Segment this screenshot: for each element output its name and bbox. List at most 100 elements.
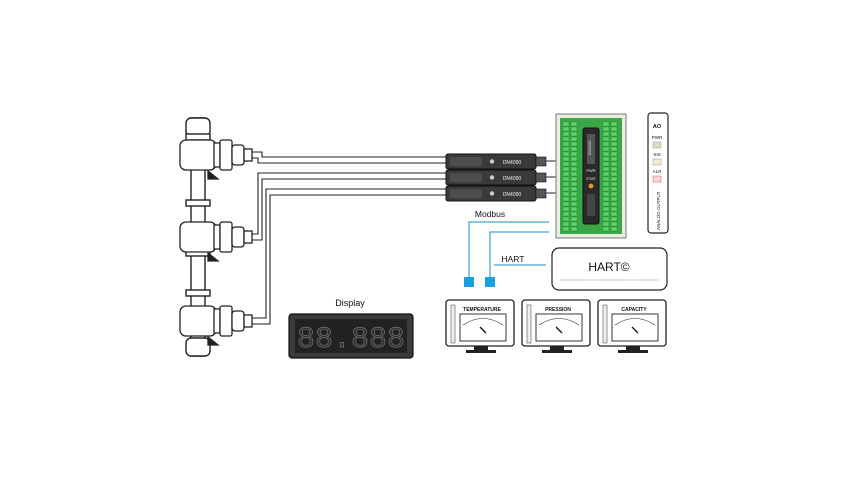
terminal-pin — [570, 181, 578, 187]
display-digits: 88.888 — [297, 323, 405, 357]
terminal-pin — [570, 216, 578, 222]
terminal-pin — [610, 226, 618, 232]
terminal-pin — [562, 121, 570, 127]
hart-label: HART — [502, 254, 525, 264]
terminal-pin — [562, 216, 570, 222]
analog-output-panel: AO PWR SIS ALR ANALOG OUTPUT — [647, 112, 669, 234]
terminal-pin — [562, 221, 570, 227]
terminal-pin — [602, 156, 610, 162]
terminal-pin — [610, 221, 618, 227]
terminal-pin — [610, 196, 618, 202]
board-indicator-pwr: PWR — [586, 168, 595, 173]
terminal-pin — [610, 171, 618, 177]
gauge-temperature: TEMPERATURE — [445, 299, 515, 353]
terminal-pin — [562, 156, 570, 162]
terminal-pin — [610, 156, 618, 162]
terminal-pin — [602, 146, 610, 152]
terminal-pin — [562, 166, 570, 172]
terminal-pin — [602, 141, 610, 147]
terminal-pin — [602, 196, 610, 202]
hart-box-label: HART© — [588, 260, 629, 274]
board-indicator-stat: STAT — [586, 176, 596, 181]
display-label: Display — [335, 298, 365, 308]
terminal-pin — [562, 171, 570, 177]
terminal-pin — [610, 141, 618, 147]
hart-connector — [485, 277, 495, 287]
terminal-pin — [602, 186, 610, 192]
terminal-pin — [610, 191, 618, 197]
analog-led-alr — [652, 175, 662, 183]
hart-line — [489, 231, 549, 280]
flowmeter-top — [179, 139, 253, 180]
terminal-pin — [562, 206, 570, 212]
modbus-connector — [464, 277, 474, 287]
signal-lines — [468, 221, 549, 280]
terminal-pin — [570, 121, 578, 127]
terminal-pin — [610, 121, 618, 127]
terminal-pin — [570, 186, 578, 192]
transmitter-3: DN4000 — [445, 185, 547, 202]
modbus-line — [468, 221, 549, 280]
analog-led-alr-label: ALR — [653, 169, 663, 174]
terminal-pin — [602, 181, 610, 187]
flowmeter-bottom — [179, 305, 253, 346]
terminal-pin — [562, 186, 570, 192]
field-wiring — [252, 151, 446, 325]
terminal-pin — [602, 191, 610, 197]
gauge-pression-label: PRESSION — [545, 307, 571, 313]
flowmeter-middle — [179, 221, 253, 262]
transmitter-1-tag: DN4000 — [503, 160, 522, 166]
analog-led-pwr-label: PWR — [652, 135, 663, 140]
terminal-pin — [602, 211, 610, 217]
terminal-pin — [570, 211, 578, 217]
terminal-pin — [570, 196, 578, 202]
terminal-blocks — [562, 121, 618, 232]
terminal-pin — [610, 151, 618, 157]
terminal-pin — [610, 146, 618, 152]
controller-board: DN4000 PWR STAT — [555, 113, 627, 239]
transmitter-2-tag: DN4000 — [503, 176, 522, 182]
terminal-pin — [570, 126, 578, 132]
terminal-pin — [610, 126, 618, 132]
gauge-capacity-label: CAPACITY — [621, 307, 647, 313]
terminal-pin — [562, 176, 570, 182]
terminal-pin — [610, 206, 618, 212]
terminal-pin — [562, 201, 570, 207]
terminal-pin — [562, 181, 570, 187]
terminal-pin — [562, 146, 570, 152]
terminal-pin — [602, 131, 610, 137]
terminal-pin — [570, 176, 578, 182]
terminal-pin — [610, 216, 618, 222]
terminal-pin — [570, 131, 578, 137]
transmitter-2: DN4000 — [445, 169, 547, 186]
digital-display: 88.888 — [288, 313, 414, 359]
terminal-pin — [610, 131, 618, 137]
terminal-pin — [602, 171, 610, 177]
terminal-pin — [562, 211, 570, 217]
terminal-pin — [570, 171, 578, 177]
terminal-pin — [610, 161, 618, 167]
terminal-pin — [602, 161, 610, 167]
terminal-pin — [570, 146, 578, 152]
hart-box: HART© — [551, 247, 668, 291]
analog-panel-vertical-label: ANALOG OUTPUT — [656, 191, 661, 230]
transmitter-1: DN4000 — [445, 153, 547, 170]
terminal-pin — [602, 151, 610, 157]
terminal-pin — [602, 226, 610, 232]
terminal-pin — [610, 201, 618, 207]
analog-led-pwr — [652, 141, 662, 149]
analog-led-sis — [652, 158, 662, 166]
gauge-temperature-label: TEMPERATURE — [463, 307, 501, 313]
terminal-pin — [570, 226, 578, 232]
terminal-pin — [602, 176, 610, 182]
terminal-pin — [570, 156, 578, 162]
terminal-pin — [602, 221, 610, 227]
board-chip-label: DN4000 — [587, 140, 592, 155]
terminal-pin — [562, 136, 570, 142]
transmitter-stack: DN4000 DN4000 DN4000 — [445, 153, 556, 202]
terminal-pin — [570, 136, 578, 142]
terminal-pin — [602, 121, 610, 127]
terminal-pin — [570, 161, 578, 167]
terminal-pin — [602, 126, 610, 132]
terminal-pin — [602, 201, 610, 207]
